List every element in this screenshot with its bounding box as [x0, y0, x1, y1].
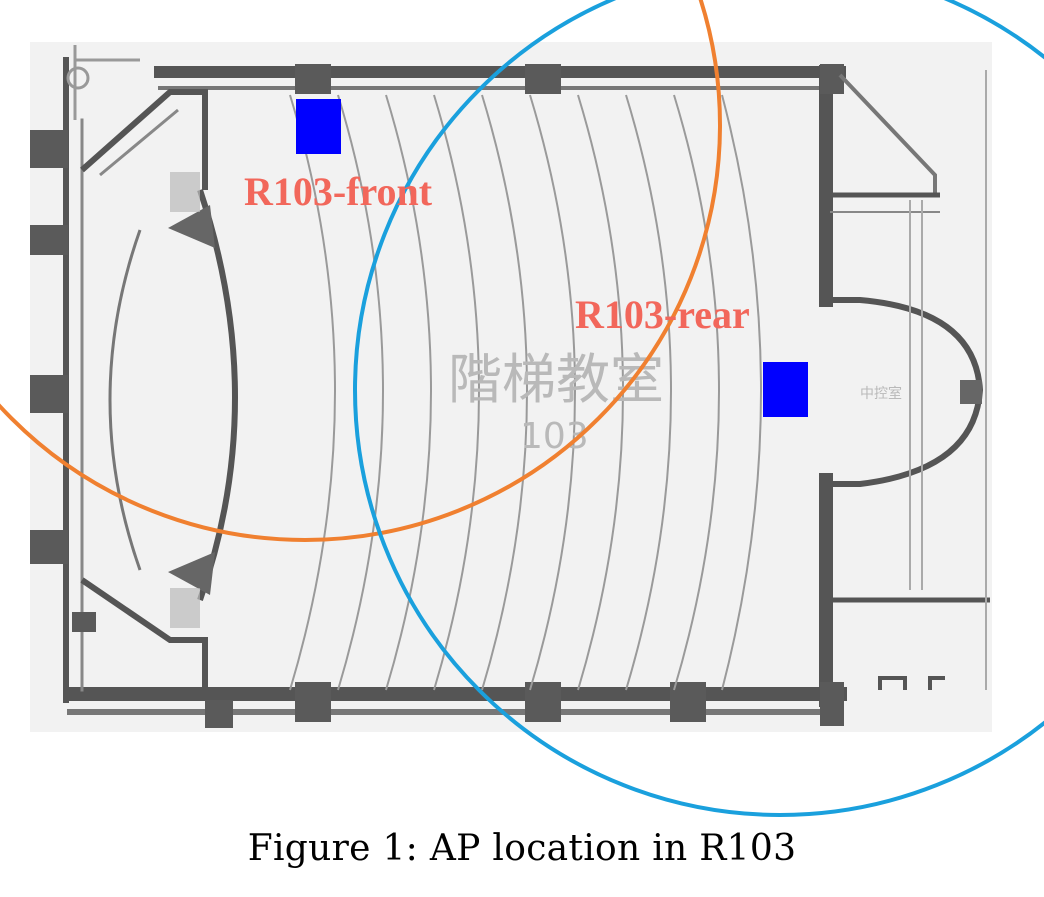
room-name: 階梯教室	[448, 348, 664, 411]
ap-label-rear: R103-rear	[575, 292, 750, 337]
figure-caption: Figure 1: AP location in R103	[247, 828, 797, 869]
ap-marker-front	[296, 99, 341, 154]
floor-plan: 中控室 階梯教室 103	[30, 42, 992, 732]
rear-coverage-circle	[353, 0, 1044, 817]
ap-label-front: R103-front	[244, 169, 433, 214]
coverage-areas	[0, 0, 1044, 817]
ap-marker-rear	[763, 362, 808, 417]
side-room-label: 中控室	[860, 385, 902, 402]
front-coverage-circle	[0, 0, 722, 542]
